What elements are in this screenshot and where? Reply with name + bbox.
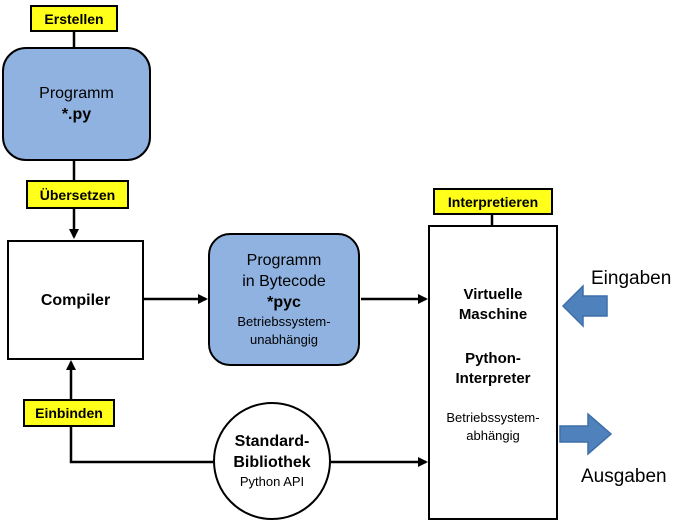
program-py-line2: *.py	[61, 106, 92, 123]
bytecode-box: Programm in Bytecode *pyc Betriebssystem…	[208, 233, 360, 366]
line-include-to-stdlib	[69, 427, 213, 464]
bytecode-line3: *pyc	[267, 294, 301, 311]
vm-line4: Interpreter	[455, 370, 531, 387]
input-arrow-icon	[561, 284, 608, 328]
bytecode-line4: Betriebssystem-	[237, 314, 331, 329]
compiler-box: Compiler	[7, 240, 144, 360]
virtual-machine-box: Virtuelle Maschine Python- Interpreter B…	[428, 225, 558, 520]
vm-line3: Python-	[465, 350, 521, 367]
bytecode-line1: Programm	[246, 252, 322, 269]
tag-uebersetzen-label: Übersetzen	[39, 186, 116, 203]
tag-einbinden: Einbinden	[23, 399, 115, 427]
vm-line1: Virtuelle	[463, 286, 523, 303]
program-py-line1: Programm	[39, 85, 114, 102]
stdlib-circle: Standard- Bibliothek Python API	[213, 402, 331, 520]
tag-interpretieren: Interpretieren	[433, 188, 553, 215]
bytecode-line5: unabhängig	[250, 332, 318, 347]
tag-uebersetzen: Übersetzen	[26, 180, 129, 209]
program-py-box: Programm *.py	[2, 47, 151, 161]
tag-interpretieren-label: Interpretieren	[447, 193, 539, 210]
stdlib-line3: Python API	[239, 474, 305, 489]
vm-line6: abhängig	[466, 428, 520, 443]
stdlib-line2: Bibliothek	[233, 454, 311, 471]
tag-einbinden-label: Einbinden	[35, 405, 103, 421]
output-arrow-icon	[559, 412, 613, 456]
vm-line5: Betriebssystem-	[446, 410, 540, 425]
tag-erstellen: Erstellen	[30, 5, 118, 32]
tag-erstellen-label: Erstellen	[44, 10, 104, 27]
compiler-label: Compiler	[40, 291, 111, 309]
outputs-label: Ausgaben	[581, 466, 667, 487]
stdlib-line1: Standard-	[234, 433, 310, 450]
vm-line2: Maschine	[458, 306, 528, 323]
inputs-label: Eingaben	[591, 268, 672, 289]
bytecode-line2: in Bytecode	[242, 273, 326, 290]
